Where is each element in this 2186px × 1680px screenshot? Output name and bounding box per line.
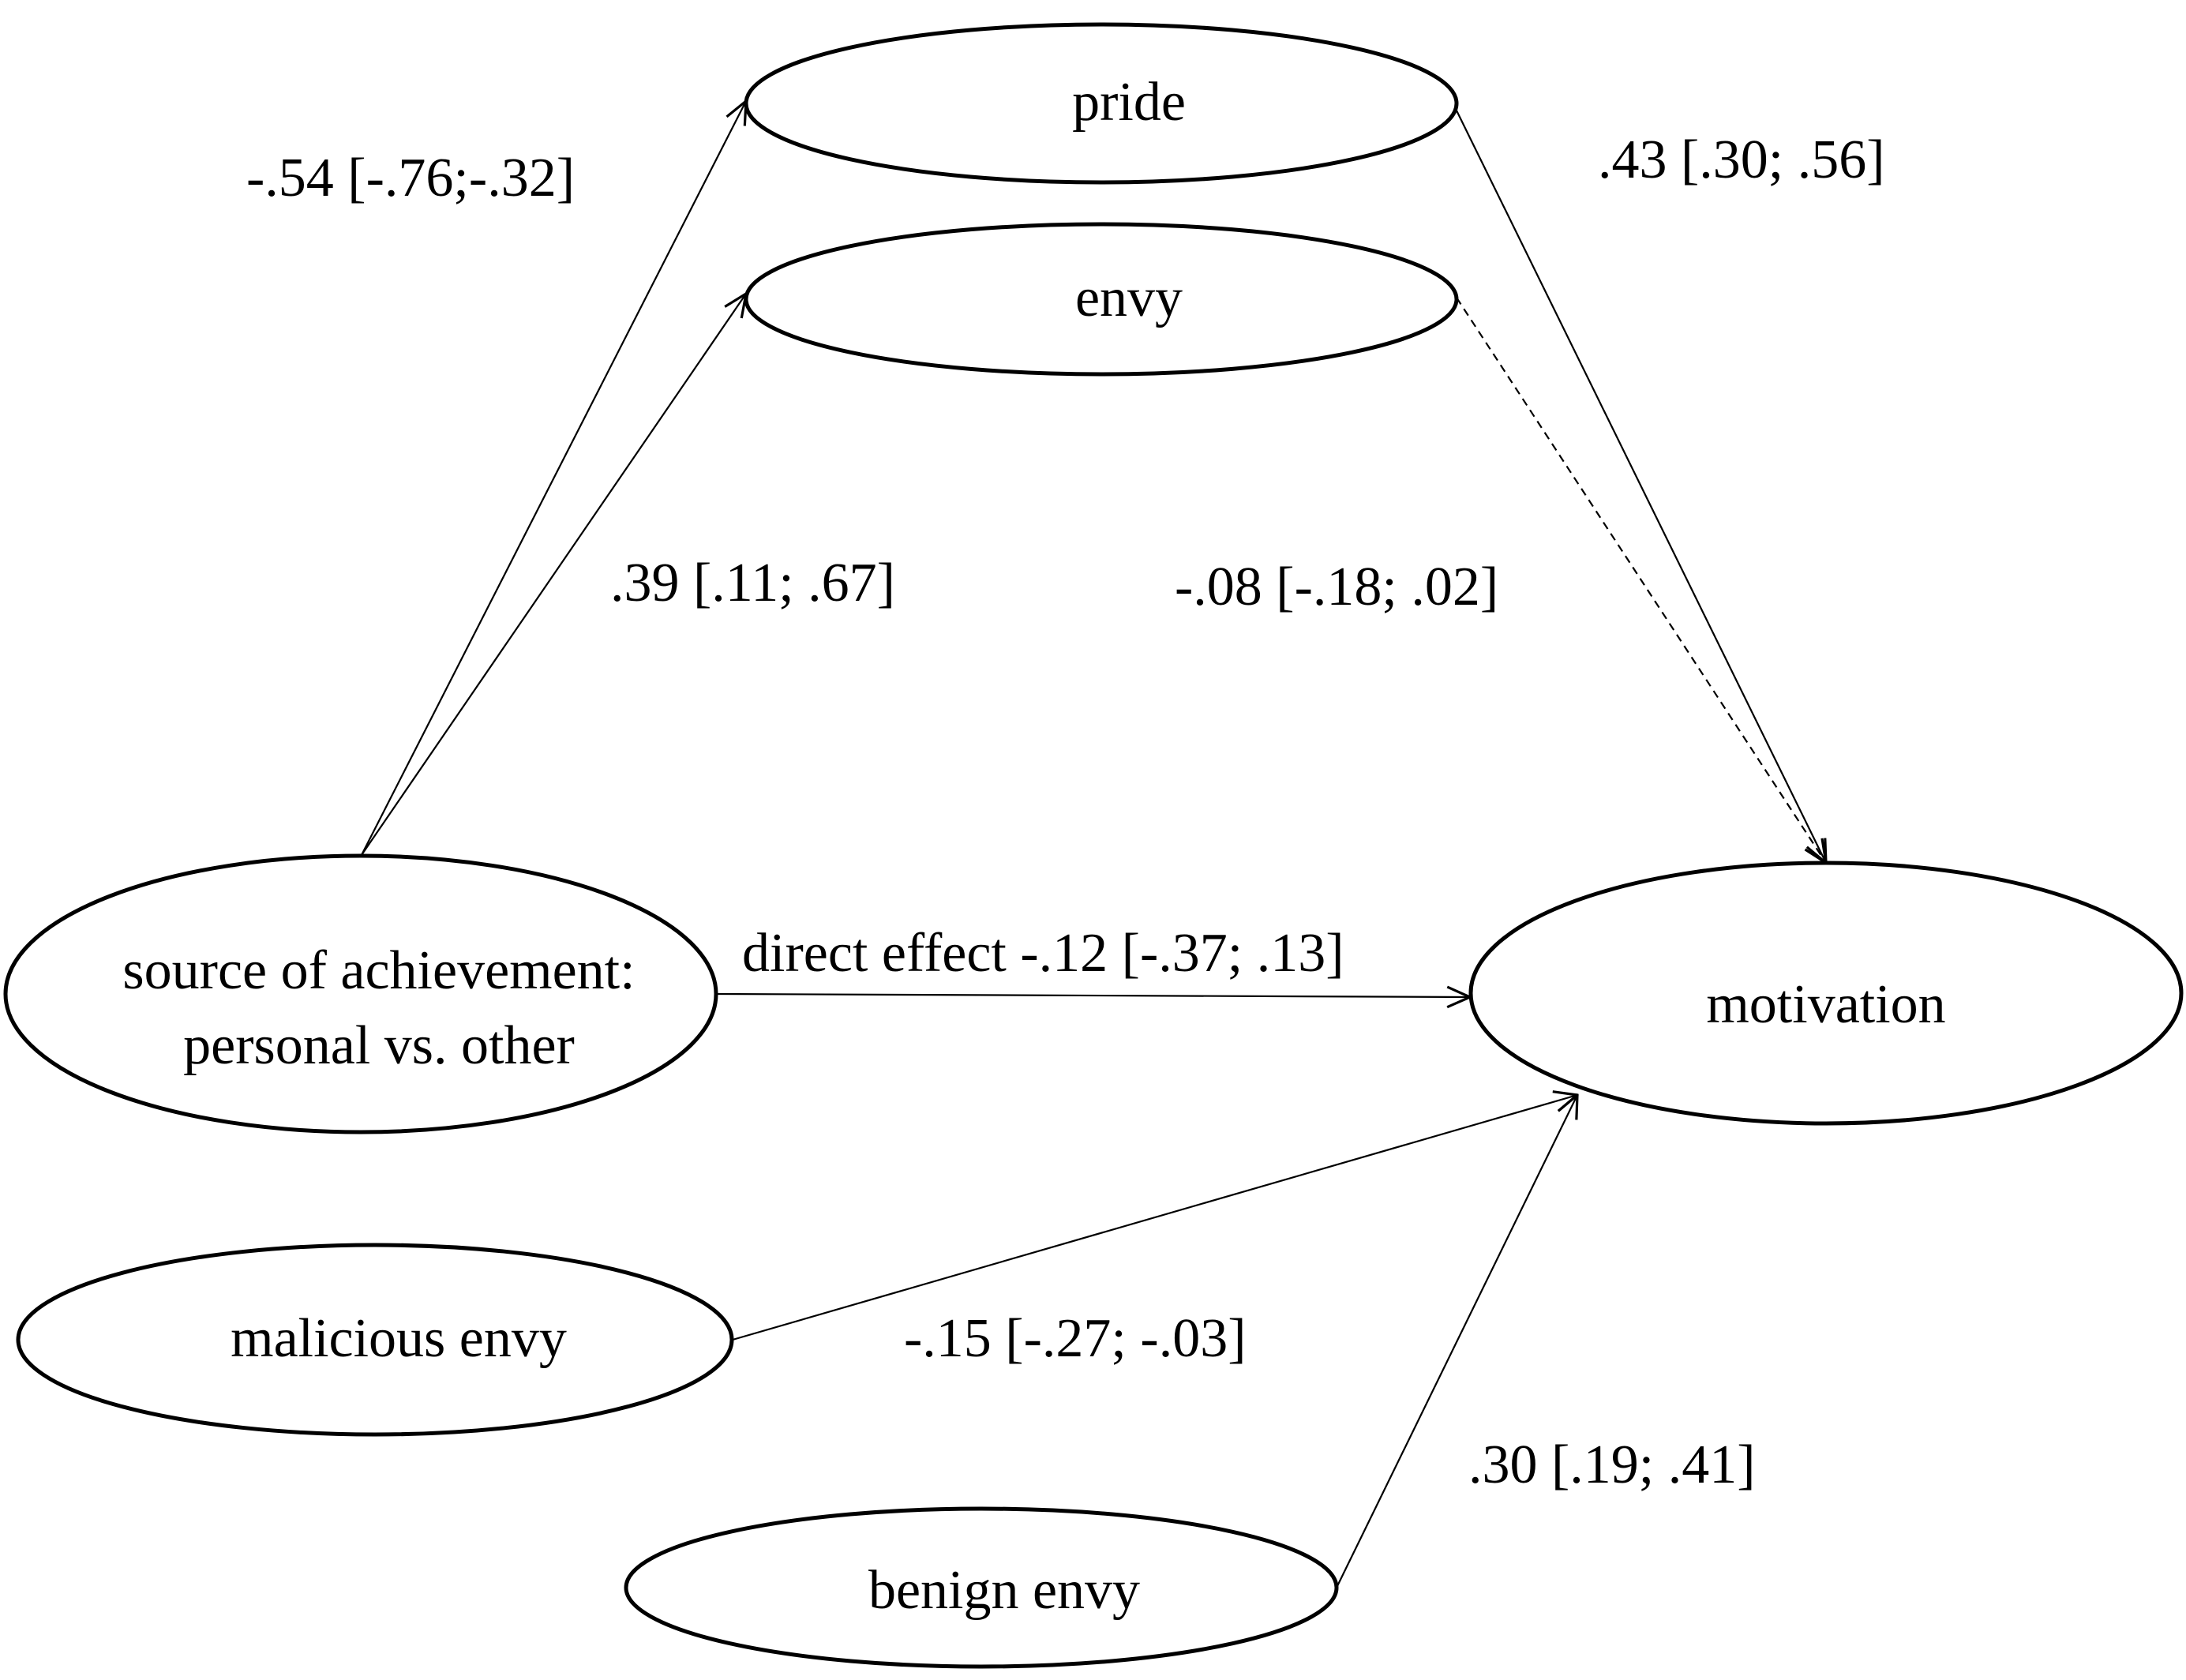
coef-envy-to-motivation: -.08 [-.18; .02] xyxy=(1175,557,1498,617)
coef-benign-to-motivation: .30 [.19; .41] xyxy=(1468,1434,1756,1495)
node-source-of-achievement xyxy=(3,853,718,1134)
coef-source-to-envy: .39 [.11; .67] xyxy=(610,553,895,613)
path-source-to-envy xyxy=(361,294,746,856)
coef-direct-effect: direct effect -.12 [-.37; .13] xyxy=(742,923,1344,984)
motivation-label: motivation xyxy=(1706,974,1945,1035)
node-benign-envy xyxy=(624,1506,1339,1669)
path-benign-to-motivation xyxy=(1336,1095,1577,1588)
node-envy xyxy=(744,222,1459,377)
source-label-line1: source of achievement: xyxy=(122,940,635,1001)
pride-label: pride xyxy=(1072,72,1186,133)
benign-envy-label: benign envy xyxy=(868,1560,1140,1621)
path-pride-to-motivation xyxy=(1456,110,1826,863)
node-motivation xyxy=(1468,861,2184,1126)
path-malicious-to-motivation xyxy=(732,1095,1577,1341)
path-direct-effect xyxy=(715,994,1470,997)
path-envy-to-motivation xyxy=(1456,297,1826,863)
node-pride xyxy=(744,22,1459,185)
coef-malicious-to-motivation: -.15 [-.27; -.03] xyxy=(904,1308,1247,1369)
envy-label: envy xyxy=(1075,268,1183,328)
path-source-to-pride xyxy=(361,101,746,856)
node-malicious-envy xyxy=(16,1243,734,1437)
source-label-line2: personal vs. other xyxy=(183,1015,575,1076)
malicious-envy-label: malicious envy xyxy=(231,1308,567,1369)
coef-source-to-pride: -.54 [-.76;-.32] xyxy=(246,148,575,208)
coef-pride-to-motivation: .43 [.30; .56] xyxy=(1598,129,1885,190)
